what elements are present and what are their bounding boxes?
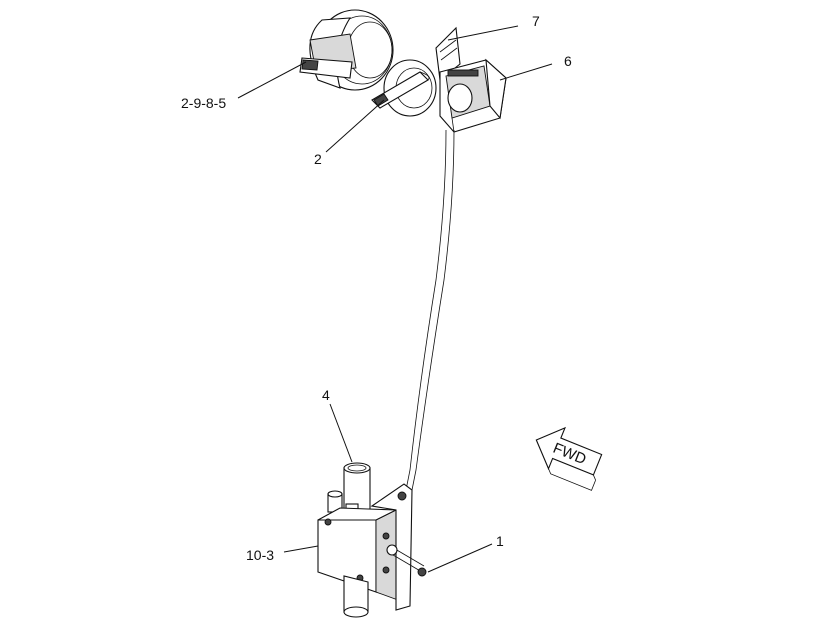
fwd-direction-arrow: FWD: [535, 426, 603, 491]
leader-103: [283, 545, 319, 553]
callout-2-9-8-5: 2-9-8-5: [181, 95, 226, 111]
gauge-assembly-large: [299, 9, 394, 91]
callout-10-3: 10-3: [246, 547, 274, 563]
callout-1: 1: [496, 533, 504, 549]
leader-lines: [237, 25, 553, 573]
callout-2: 2: [314, 151, 322, 167]
leader-6: [499, 63, 553, 81]
leader-7: [447, 25, 519, 41]
valve-assembly: [317, 462, 427, 618]
callout-7: 7: [532, 13, 540, 29]
rotary-switch: [371, 59, 437, 117]
leader-4: [329, 403, 353, 463]
bracket-plate: [435, 26, 461, 82]
callout-6: 6: [564, 53, 572, 69]
leader-2985: [237, 61, 307, 99]
control-cable: [403, 129, 455, 501]
callout-4: 4: [322, 387, 330, 403]
leader-2: [325, 99, 385, 153]
leader-1: [427, 543, 493, 573]
switch-box: [439, 58, 507, 133]
